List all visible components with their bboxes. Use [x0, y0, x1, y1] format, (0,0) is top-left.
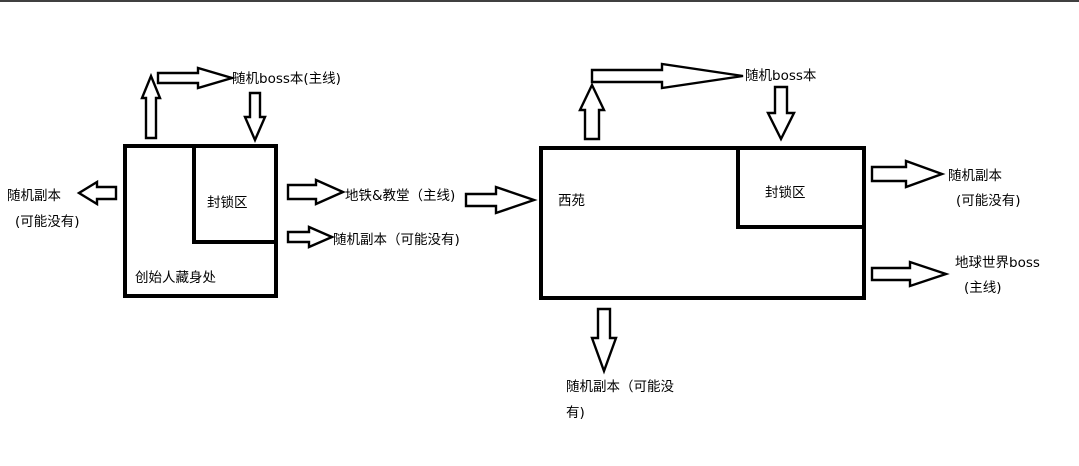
right-sealed-zone-box: [736, 146, 866, 229]
far-left-dungeon-label-1: 随机副本: [7, 188, 61, 204]
metro-label: 地铁&教堂（主线): [345, 188, 455, 204]
far-left-dungeon-label-2: (可能没有): [15, 214, 80, 230]
world-boss-label-1: 地球世界boss: [955, 255, 1040, 271]
left-boss-down-arrow: [243, 91, 267, 144]
world-boss-arrow: [870, 260, 950, 288]
left-dungeon-label: 随机副本（可能没有): [333, 232, 460, 248]
right-dungeon-label-2: (可能没有): [956, 193, 1021, 209]
to-metro-arrow: [286, 178, 346, 206]
left-boss-label: 随机boss本(主线): [232, 71, 341, 87]
right-dungeon-label-1: 随机副本: [948, 168, 1002, 184]
left-to-boss-arrow: [156, 66, 237, 90]
far-left-dungeon-arrow: [76, 179, 118, 207]
founder-hideout-label: 创始人藏身处: [135, 270, 216, 286]
right-to-boss-arrow: [590, 62, 744, 90]
right-up-arrow: [578, 82, 606, 141]
right-boss-down-arrow: [766, 85, 796, 142]
metro-to-xiyuan-arrow: [464, 185, 538, 215]
left-sealed-zone-label: 封锁区: [207, 195, 248, 211]
right-dungeon-arrow: [870, 159, 946, 189]
right-sealed-zone-label: 封锁区: [765, 185, 806, 201]
bottom-dungeon-arrow: [590, 307, 618, 375]
world-boss-label-2: (主线): [964, 280, 1002, 296]
bottom-dungeon-label-1: 随机副本（可能没: [566, 379, 674, 395]
left-sealed-zone-box: [192, 144, 278, 244]
left-up-arrow: [140, 72, 162, 140]
xiyuan-label: 西苑: [558, 193, 586, 209]
bottom-dungeon-label-2: 有): [566, 405, 585, 421]
right-boss-label: 随机boss本: [745, 68, 817, 84]
left-dungeon-arrow: [286, 225, 336, 249]
xiyuan-box: [539, 146, 866, 300]
